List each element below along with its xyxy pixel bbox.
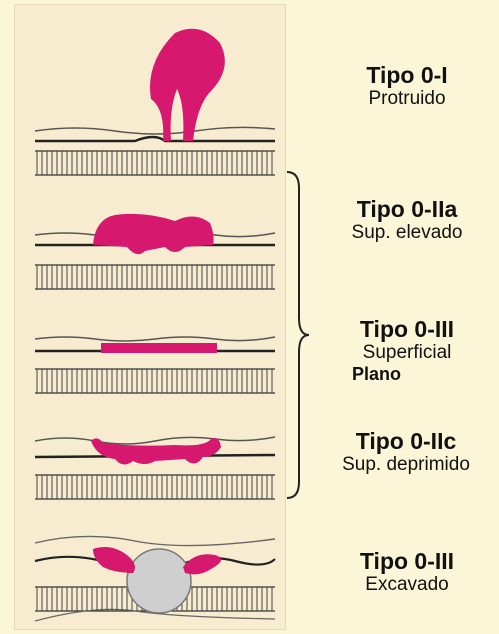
muscle-stripes — [37, 369, 272, 393]
type-subtitle: Sup. deprimido — [316, 454, 496, 476]
illustration-type-0-iib — [15, 325, 287, 405]
type-subtitle: Protruido — [322, 88, 492, 110]
muscle-layer — [35, 151, 275, 175]
type-subtitle: Sup. elevado — [322, 222, 492, 244]
lesion-depressed — [91, 438, 221, 465]
type-subtitle: Superficial — [322, 342, 492, 364]
group-brace — [285, 170, 315, 500]
lesion-ulcer-left — [93, 547, 135, 573]
diagram-panel — [14, 4, 286, 630]
muscle-stripes — [37, 475, 272, 499]
label-type-0-iia: Tipo 0-IIa Sup. elevado — [322, 196, 492, 244]
muscle-stripes — [37, 265, 272, 289]
type-extra: Plano — [322, 364, 492, 384]
muscle-stripes — [37, 151, 272, 175]
illustration-type-0-iia — [15, 205, 287, 300]
type-title: Tipo 0-III — [322, 548, 492, 574]
lesion-flat — [101, 343, 217, 353]
label-type-0-i: Tipo 0-I Protruido — [322, 62, 492, 110]
type-title: Tipo 0-IIc — [316, 428, 496, 454]
lesion-elevated — [93, 214, 214, 254]
type-title: Tipo 0-I — [322, 62, 492, 88]
label-type-0-iib: Tipo 0-III Superficial Plano — [322, 316, 492, 384]
type-title: Tipo 0-IIa — [322, 196, 492, 222]
label-type-0-iii: Tipo 0-III Excavado — [322, 548, 492, 596]
illustration-type-0-iic — [15, 427, 287, 507]
ulcer-crater — [127, 549, 191, 613]
type-title: Tipo 0-III — [322, 316, 492, 342]
label-type-0-iic: Tipo 0-IIc Sup. deprimido — [316, 428, 496, 476]
illustration-type-0-iii — [15, 527, 287, 627]
lesion-polyp — [150, 29, 225, 141]
type-subtitle: Excavado — [322, 574, 492, 596]
lesion-ulcer-right — [183, 554, 221, 574]
illustration-type-0-i — [15, 13, 287, 183]
